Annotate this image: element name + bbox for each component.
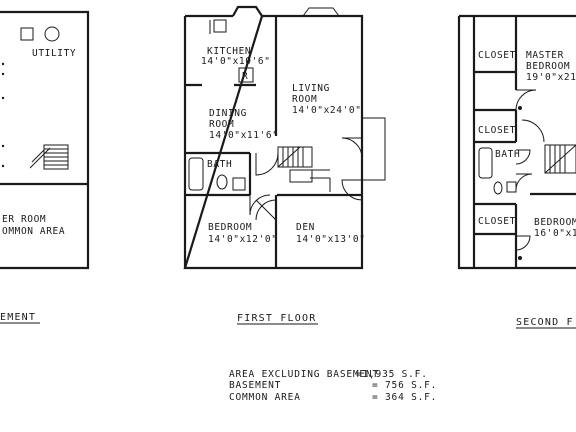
door-swing-icon	[249, 194, 271, 216]
master-bedroom-label: MASTER	[526, 50, 564, 61]
area-row-value: = 364 S.F.	[372, 392, 437, 403]
closet-label: CLOSET	[478, 216, 516, 227]
second-floor-caption: SECOND F	[516, 317, 574, 328]
den-dimension: 14'0"x13'0"	[296, 234, 366, 245]
kitchen-sink-icon	[213, 19, 227, 33]
bathtub-icon	[478, 147, 493, 179]
second-floor-plan: CLOSET MASTER BEDROOM 19'0"x21'0" CLOSET…	[457, 14, 576, 329]
bath-label: BATH	[495, 149, 520, 160]
area-row-value: = 756 S.F.	[372, 380, 437, 391]
second-floor-outline	[457, 14, 576, 270]
door-swing-icon	[515, 149, 531, 165]
bedroom-label: BEDROOM	[208, 222, 252, 233]
area-row-label: BASEMENT	[229, 380, 281, 391]
water-heater-icon	[20, 27, 34, 41]
first-floor-plan: R KITCHEN	[183, 5, 386, 325]
den-label: DEN	[296, 222, 315, 233]
entry-stoop	[362, 117, 386, 181]
area-row-label: AREA EXCLUDING BASEMENT	[229, 369, 379, 380]
fireplace-icon	[302, 7, 340, 17]
living-room-dimension: 14'0"x24'0"	[292, 105, 362, 116]
door-swing-icon	[515, 89, 537, 111]
master-bedroom-label-2: BEDROOM	[526, 61, 570, 72]
door-swing-icon	[515, 173, 533, 191]
bedroom-dimension: 14'0"x12'0"	[208, 234, 278, 245]
closet-label: CLOSET	[478, 125, 516, 136]
living-room-label: LIVING	[292, 83, 330, 94]
toilet-icon	[216, 174, 228, 190]
first-floor-caption: FIRST FLOOR	[237, 313, 316, 324]
bedroom-label: BEDROOM	[534, 217, 576, 228]
bath-label: BATH	[207, 159, 232, 170]
door-swing-icon	[255, 152, 279, 176]
bath-sink-icon	[506, 181, 517, 193]
living-room-label-2: ROOM	[292, 94, 317, 105]
utility-label: UTILITY	[32, 48, 76, 59]
basement-plan: UTILITY ER ROOM OMMON AREA EMENT	[0, 10, 90, 324]
bath-sink-icon	[232, 177, 246, 191]
bathtub-icon	[188, 157, 204, 191]
dining-room-dimension: 14'0"x11'6"	[209, 130, 279, 141]
kitchen-label: KITCHEN	[207, 46, 251, 57]
bedroom-dimension: 16'0"x19'0"	[534, 228, 576, 239]
first-floor-outline	[183, 14, 364, 270]
area-row-label: COMMON AREA	[229, 392, 301, 403]
second-floor-stair-icon	[544, 144, 576, 174]
common-area-label: OMMON AREA	[2, 226, 65, 237]
refrigerator-icon	[238, 67, 254, 83]
toilet-icon	[493, 181, 503, 195]
dining-room-label: DINING	[209, 108, 247, 119]
door-swing-icon	[515, 235, 531, 251]
refrigerator-label: R	[242, 71, 248, 82]
door-swing-icon	[341, 137, 363, 159]
basement-stair-icon	[29, 144, 69, 170]
dining-room-label-2: ROOM	[209, 119, 234, 130]
furnace-icon	[44, 26, 60, 42]
door-swing-icon	[521, 119, 545, 143]
area-row-value: =1,935 S.F.	[356, 369, 428, 380]
basement-caption: EMENT	[0, 312, 36, 323]
door-swing-icon	[341, 179, 363, 201]
basement-outline	[0, 10, 90, 270]
closet-label: CLOSET	[478, 50, 516, 61]
kitchen-dimension: 14'0"x10'6"	[201, 56, 271, 67]
door-swing-icon	[255, 199, 277, 221]
basement-column-dots	[1, 62, 5, 168]
master-bedroom-dimension: 19'0"x21'0"	[526, 72, 576, 83]
rec-room-label: ER ROOM	[2, 214, 46, 225]
first-floor-stair-icon	[277, 146, 330, 183]
area-summary: AREA EXCLUDING BASEMENT =1,935 S.F. BASE…	[229, 369, 437, 403]
kitchen-bay-window	[232, 5, 263, 17]
